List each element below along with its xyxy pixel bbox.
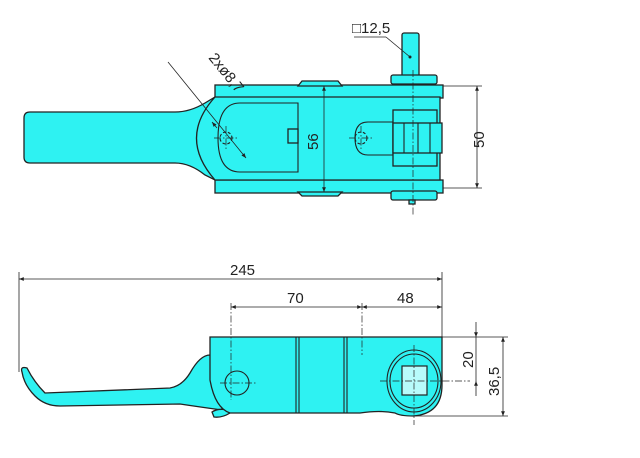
lever-handle bbox=[20, 354, 223, 411]
height-36-5-label: 36,5 bbox=[486, 367, 503, 396]
square-pin-label: □12,5 bbox=[352, 20, 390, 37]
square-drive bbox=[401, 365, 428, 396]
square-pin bbox=[401, 32, 420, 78]
side-view: 245 70 48 20 36,5 bbox=[18, 262, 508, 425]
handle-top bbox=[23, 95, 216, 182]
pin-collar-top bbox=[390, 74, 438, 85]
slot-pin bbox=[287, 128, 299, 144]
pin-collar-bottom bbox=[390, 190, 438, 201]
width-50-label: 50 bbox=[471, 131, 488, 148]
width-56-label: 56 bbox=[305, 133, 322, 150]
end-distance-label: 48 bbox=[397, 290, 414, 307]
height-20-label: 20 bbox=[460, 351, 477, 368]
fork-body bbox=[196, 96, 441, 181]
top-view: 2xø8,7 56 50 □12,5 bbox=[23, 20, 488, 215]
upper-plate bbox=[214, 84, 444, 99]
plate-neck-bottom bbox=[296, 191, 344, 197]
pivot-distance-label: 70 bbox=[287, 290, 304, 307]
overall-length-label: 245 bbox=[230, 262, 255, 279]
latch-body bbox=[209, 336, 443, 417]
slot-left bbox=[217, 102, 299, 173]
plate-neck-top bbox=[296, 80, 344, 87]
